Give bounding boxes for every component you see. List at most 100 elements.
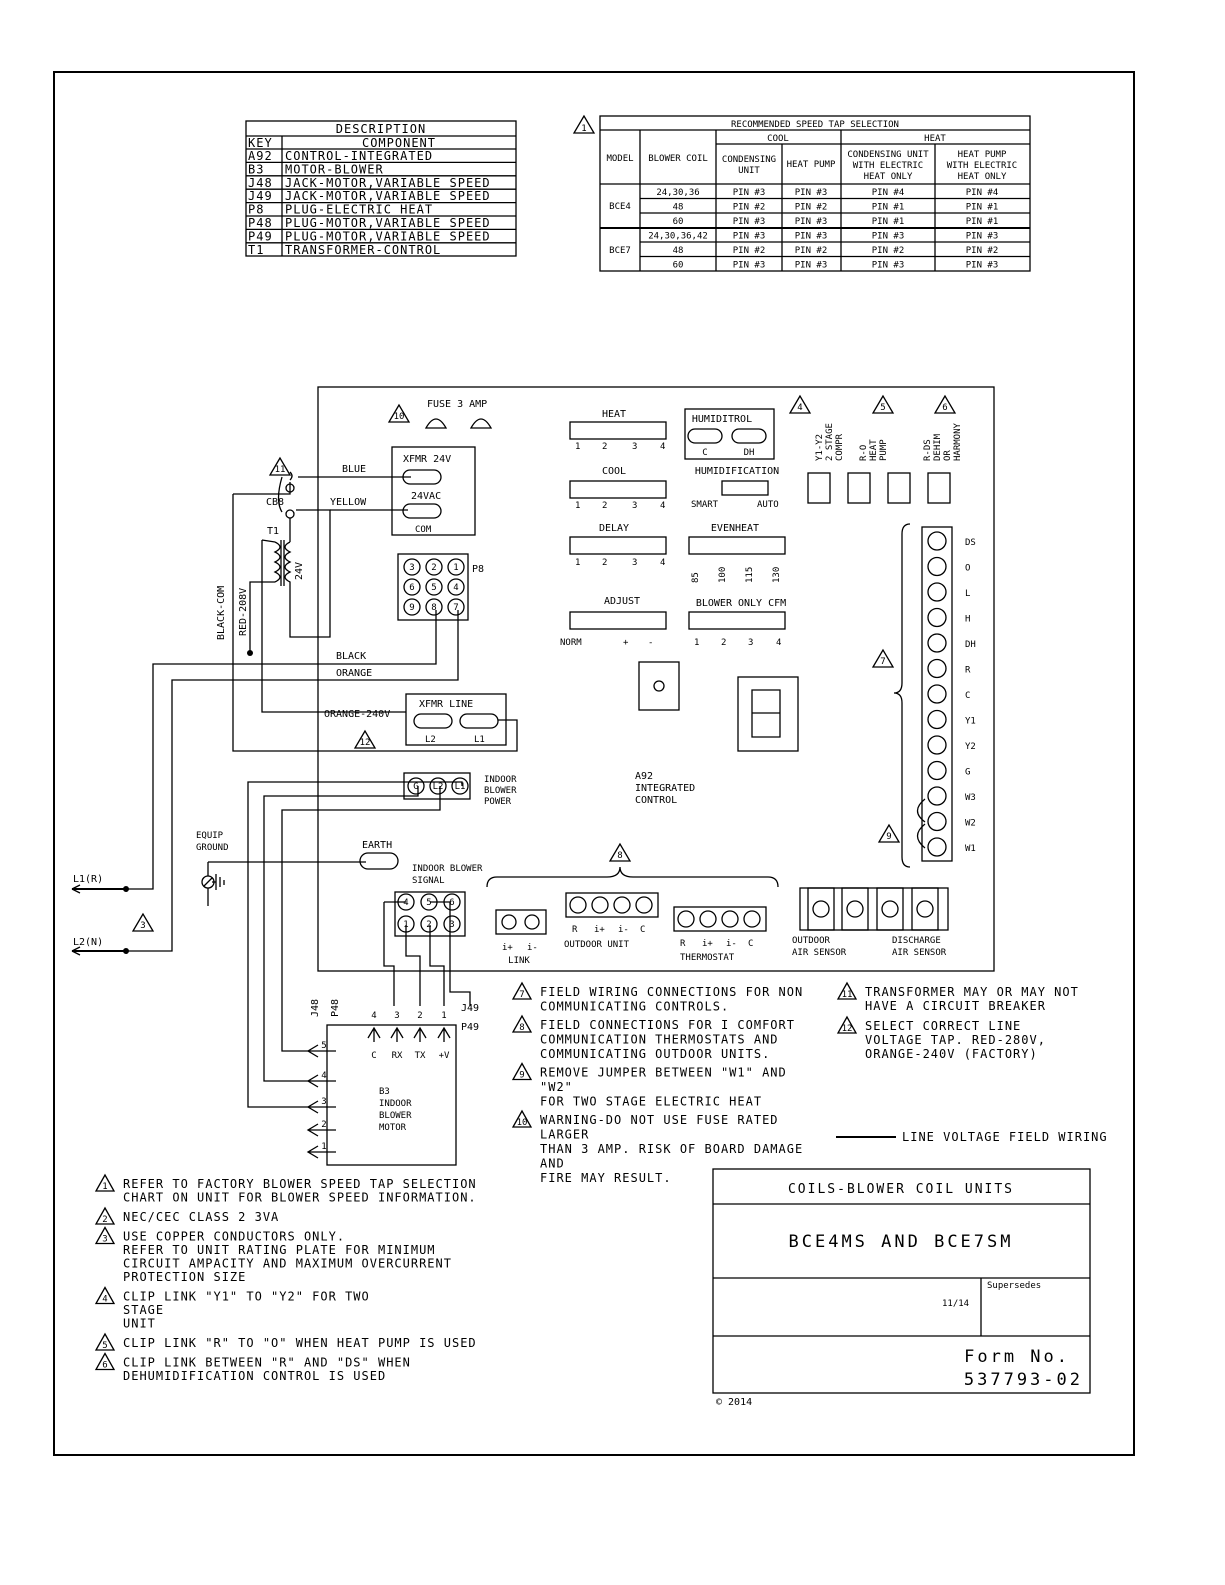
warning-triangle-icon [877, 823, 901, 843]
p8-pin-label: 3 [409, 563, 414, 573]
indoor-blower-power-plug[interactable] [403, 772, 471, 800]
pin-number: 4 [660, 558, 665, 568]
motor-outline [326, 1024, 457, 1166]
thermostat-connector[interactable] [673, 906, 767, 932]
humidification-jumper[interactable] [721, 480, 769, 496]
speed-cell: PIN #4 [872, 188, 905, 198]
evenheat-label: EVENHEAT [711, 523, 759, 534]
terminal-screw-w1[interactable] [927, 837, 947, 857]
humiditrol-c-terminal[interactable] [687, 428, 723, 444]
xfmr-l2-terminal[interactable] [413, 713, 453, 729]
black-com-label: BLACK-COM [216, 586, 227, 640]
note-line: SELECT CORRECT LINE [865, 1019, 1021, 1033]
terminal-label: Y2 [965, 742, 976, 752]
earth-terminal[interactable] [359, 852, 399, 870]
xfmr-line-block [405, 693, 507, 746]
equip-ground-label: EQUIP [196, 831, 224, 841]
p8-plug[interactable] [397, 553, 469, 621]
com-terminal[interactable] [402, 503, 442, 519]
note-line: USE COPPER CONDUCTORS ONLY. [123, 1230, 345, 1244]
p8-pin [425, 578, 443, 596]
terminal-label: G [965, 768, 970, 778]
l1-label: L1 [474, 735, 485, 745]
link-pin-label: i+ [502, 943, 513, 953]
w2-w1-jumper[interactable] [916, 823, 926, 849]
warning-triangle-icon [94, 1332, 116, 1351]
sensor-connector[interactable] [799, 887, 949, 931]
title-date: 11/14 [942, 1299, 969, 1309]
clip-link-label: COMPR [835, 433, 845, 461]
model-header: MODEL [606, 154, 633, 164]
terminal-screw-y1[interactable] [927, 709, 947, 730]
outdoor-unit-connector[interactable] [565, 892, 659, 918]
terminal-screw-h[interactable] [927, 607, 947, 628]
warning-triangle-icon [836, 1015, 858, 1034]
speed-cell: PIN #2 [733, 203, 766, 213]
note-line: CHART ON UNIT FOR BLOWER SPEED INFORMATI… [123, 1191, 477, 1205]
terminal-screw-dh[interactable] [927, 633, 947, 653]
adjust-jumper[interactable] [569, 611, 667, 630]
terminal-screw-y2[interactable] [927, 735, 947, 755]
cool-speed-jumper[interactable] [569, 480, 667, 499]
blower-only-jumper[interactable] [688, 611, 786, 630]
clip-link-r-ds[interactable] [927, 472, 951, 504]
note-number: 8 [617, 851, 622, 861]
heat-speed-jumper[interactable] [569, 421, 667, 440]
key-cell: P8 [248, 203, 264, 217]
note-line: NEC/CEC CLASS 2 3VA [123, 1210, 279, 1224]
clip-link-r-o[interactable] [847, 472, 871, 504]
note-number: 11 [842, 990, 853, 1000]
component-cell: JACK-MOTOR,VARIABLE SPEED [285, 189, 491, 203]
motor-side-pin: 5 [321, 1041, 326, 1051]
power-pin-label: L1 [455, 782, 466, 792]
link-connector[interactable] [495, 909, 547, 935]
note-line: COMMUNICATING CONTROLS. [540, 1000, 729, 1014]
clip-link-r-o-2[interactable] [887, 472, 911, 504]
cond-eh-2: WITH ELECTRIC [853, 161, 923, 171]
terminal-screw-w2[interactable] [927, 811, 947, 832]
clip-link-y1-y2[interactable] [807, 472, 831, 504]
terminal-screw-g[interactable] [927, 760, 947, 781]
line-voltage-legend: LINE VOLTAGE FIELD WIRING [902, 1130, 1108, 1144]
note-line: ORANGE-240V (FACTORY) [865, 1047, 1038, 1061]
terminal-label: W1 [965, 844, 976, 854]
cool-label: COOL [602, 466, 626, 477]
p8-label: P8 [472, 564, 484, 575]
indoor-power-label: INDOOR [484, 775, 517, 785]
status-led-icon [653, 680, 665, 692]
j48-label: J48 [310, 999, 321, 1017]
motor-pin-number: 4 [371, 1011, 376, 1021]
terminal-screw-r[interactable] [927, 658, 947, 679]
terminal-label: O [965, 564, 970, 574]
terminal-screw-o[interactable] [927, 556, 947, 577]
xfmr-l1-terminal[interactable] [459, 713, 499, 729]
discharge-air-label: DISCHARGE [892, 936, 941, 946]
motor-side-pin: 2 [321, 1120, 326, 1130]
p48-label: P48 [330, 999, 341, 1017]
speed-cell: PIN #3 [872, 232, 905, 242]
l2-input-label: L2(N) [73, 937, 103, 948]
w3-w2-jumper [916, 798, 926, 823]
note-line: CLIP LINK BETWEEN "R" AND "DS" WHEN [123, 1356, 411, 1370]
speed-cell: PIN #3 [733, 261, 766, 271]
terminal-screw-l[interactable] [927, 582, 947, 602]
pin-number: 2 [602, 558, 607, 568]
delay-jumper[interactable] [569, 536, 667, 555]
link-pin-label: i- [527, 943, 538, 953]
yellow-wire-label: YELLOW [330, 497, 367, 508]
humiditrol-dh-terminal[interactable] [731, 428, 767, 444]
terminal-screw-c[interactable] [927, 684, 947, 704]
terminal-screw-ds[interactable] [927, 531, 947, 551]
status-button[interactable] [638, 661, 680, 711]
speed-cell: PIN #3 [795, 232, 828, 242]
p8-pin [425, 558, 443, 576]
note-number: 3 [140, 921, 145, 931]
motor-side-pin: 3 [321, 1097, 326, 1107]
arrow-icon [71, 884, 81, 894]
speed-tap-table: 1 RECOMMENDED SPEED TAP SELECTION MODEL … [572, 114, 1031, 272]
arrow-icon [71, 946, 81, 956]
terminal-screw-w3[interactable] [927, 786, 947, 806]
evenheat-jumper[interactable] [688, 536, 786, 555]
clip-link-label: PUMP [879, 439, 889, 461]
